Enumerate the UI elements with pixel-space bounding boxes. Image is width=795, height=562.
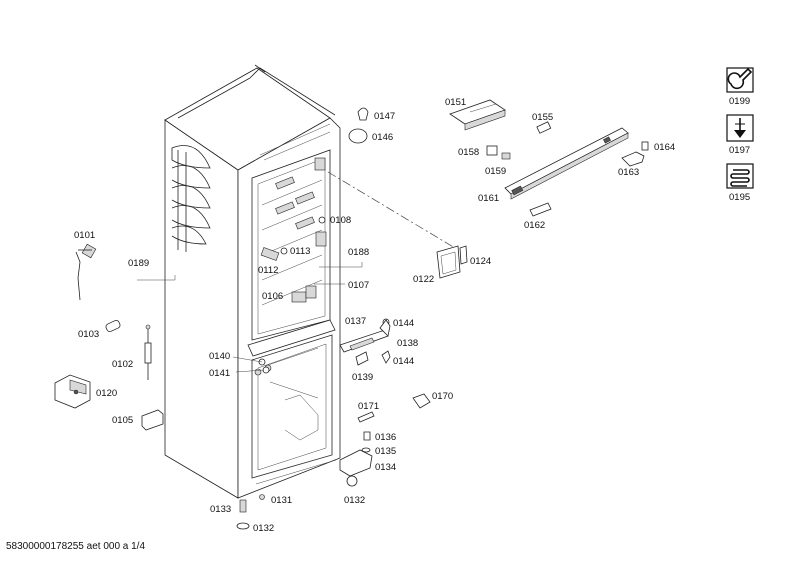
part-0103 [105,320,121,332]
part-0171 [357,411,375,423]
part-0134 [339,449,373,477]
part-0155 [536,121,552,134]
part-label: 0137 [345,316,366,327]
part-0132 [346,475,358,487]
fridge-cabinet [164,64,341,530]
part-label: 0124 [470,256,491,267]
legend-label: 0197 [729,145,750,156]
part-0159 [501,152,511,160]
part-label: 0140 [209,351,230,362]
part-0101-power-cord [75,243,97,301]
part-label: 0134 [375,462,396,473]
part-label: 0108 [330,215,351,226]
part-label: 0122 [413,274,434,285]
screw-icon [726,114,754,142]
part-0120-relay [54,374,91,409]
part-label: 0171 [358,401,379,412]
legend-label: 0195 [729,192,750,203]
part-label: 0147 [374,111,395,122]
part-0144 [379,319,391,337]
part-label: 0102 [112,359,133,370]
part-label: 0136 [375,432,396,443]
part-0113 [280,247,288,255]
part-label: 0113 [290,246,310,257]
part-label: 0101 [74,230,95,241]
part-label: 0120 [96,388,117,399]
part-label: 0107 [348,280,369,291]
part-0105 [141,409,164,431]
part-label: 0155 [532,112,553,123]
part-label: 0144 [393,318,414,329]
part-label: 0189 [128,258,149,269]
part-label: 0159 [485,166,506,177]
part-label: 0141 [209,368,230,379]
part-0147 [357,107,369,121]
part-0131 [259,494,265,500]
part-label: 0164 [654,142,675,153]
part-label: 0106 [262,291,283,302]
legend: 0199 0197 0195 [726,67,754,203]
part-label: 0131 [271,495,292,506]
part-label: 0144 [393,356,414,367]
part-label: 0132 [253,523,274,534]
part-label: 0133 [210,504,231,515]
part-label: 0112 [258,265,278,276]
part-0135 [361,447,371,453]
part-0108 [318,216,326,224]
part-label: 0151 [445,97,466,108]
part-label: 0146 [372,132,393,143]
part-label: 0162 [524,220,545,231]
part-label: 0138 [397,338,418,349]
part-0162 [529,202,552,217]
loose-parts [54,99,649,500]
part-label: 0170 [432,391,453,402]
part-label: 0105 [112,415,133,426]
coil-icon [726,163,754,189]
legend-label: 0199 [729,96,750,107]
part-0124 [459,245,468,265]
part-0102-sensor [144,324,152,380]
part-0144 [381,350,391,364]
part-label: 0139 [352,372,373,383]
part-0158 [486,145,498,156]
part-labels: 0101 0102 0103 0105 0106 0107 0108 0112 … [74,97,675,534]
part-0136 [363,431,371,441]
part-0146 [348,128,368,144]
condenser-coil [171,145,211,252]
part-0122 [436,245,461,279]
part-label: 0163 [618,167,639,178]
wrench-icon [726,67,754,93]
part-label: 0161 [478,193,499,204]
part-0170 [412,393,431,409]
document-id: 58300000178255 aet 000 a 1/4 [6,541,146,552]
part-0164 [641,141,649,151]
part-label: 0135 [375,446,396,457]
leader-lines [137,262,363,373]
part-0151-light-cover [449,99,506,131]
part-label: 0188 [348,247,369,258]
part-label: 0158 [458,147,479,158]
part-label: 0103 [78,329,99,340]
part-0161-rail [504,127,629,200]
part-label: 0132 [344,495,365,506]
part-0163 [621,151,645,167]
part-0139 [355,351,369,366]
